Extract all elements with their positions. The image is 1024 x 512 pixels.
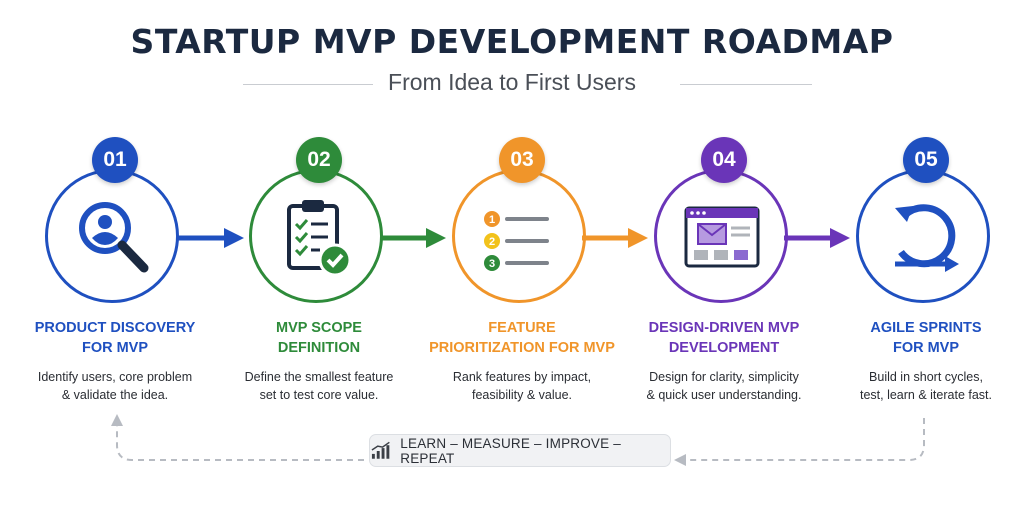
step-description: Rank features by impact, feasibility & v… [452,370,592,402]
step-icon-circle [249,169,383,303]
step-title: AGILE SPRINTS FOR MVP [870,320,982,356]
step-icon-circle: 1 2 3 [452,169,586,303]
arrow-right-icon [784,228,850,248]
page-subtitle: From Idea to First Users [388,69,636,95]
step-description: Identify users, core problem & validate … [37,370,193,402]
step-4: 04 DESIGN-DRIVEN MVP DEVELOPMENT Design … [624,0,824,420]
step-1: 01 PRODUCT DISCOVERY FOR MVP Identify us… [15,0,215,420]
step-number-badge: 05 [903,137,949,183]
step-icon-circle [654,169,788,303]
arrow-right-icon [582,228,648,248]
arrow-right-icon [178,228,244,248]
step-5: 05 AGILE SPRINTS FOR MVP Build in short … [826,0,1024,420]
step-description: Define the smallest feature set to test … [244,370,394,402]
step-number-badge: 04 [701,137,747,183]
list-number: 2 [489,236,495,248]
step-icon-circle [856,169,990,303]
step-number-badge: 01 [92,137,138,183]
numbered-list-icon: 1 2 3 [484,211,549,271]
step-title: DESIGN-DRIVEN MVP DEVELOPMENT [648,320,800,356]
feedback-loop-pill: LEARN – MEASURE – IMPROVE – REPEAT [369,434,671,467]
step-description: Design for clarity, simplicity & quick u… [646,370,802,402]
cycle-arrows-icon [895,204,959,272]
step-number-badge: 03 [499,137,545,183]
step-number-badge: 02 [296,137,342,183]
subtitle-rule-left [243,84,373,85]
list-number: 1 [489,214,495,226]
user-search-icon [79,202,149,273]
arrow-right-icon [380,228,446,248]
step-title: FEATURE PRIORITIZATION FOR MVP [429,320,615,356]
step-description: Build in short cycles, test, learn & ite… [859,370,992,402]
step-title: PRODUCT DISCOVERY FOR MVP [34,320,196,356]
clipboard-check-icon [287,200,352,277]
step-title: MVP SCOPE DEFINITION [276,320,362,356]
step-icon-circle [45,169,179,303]
page-title: STARTUP MVP DEVELOPMENT ROADMAP [130,22,894,61]
step-2: 02 MVP SCOPE DEFINITION Define the small… [219,0,419,420]
subtitle-rule-right [680,84,812,85]
list-number: 3 [489,258,495,270]
browser-wireframe-icon [684,206,760,268]
loop-label: LEARN – MEASURE – IMPROVE – REPEAT [400,435,621,466]
step-3: 03 1 2 3 FEATURE PRIORITIZATION FOR MVP … [422,0,622,420]
growth-chart-icon [371,441,390,459]
